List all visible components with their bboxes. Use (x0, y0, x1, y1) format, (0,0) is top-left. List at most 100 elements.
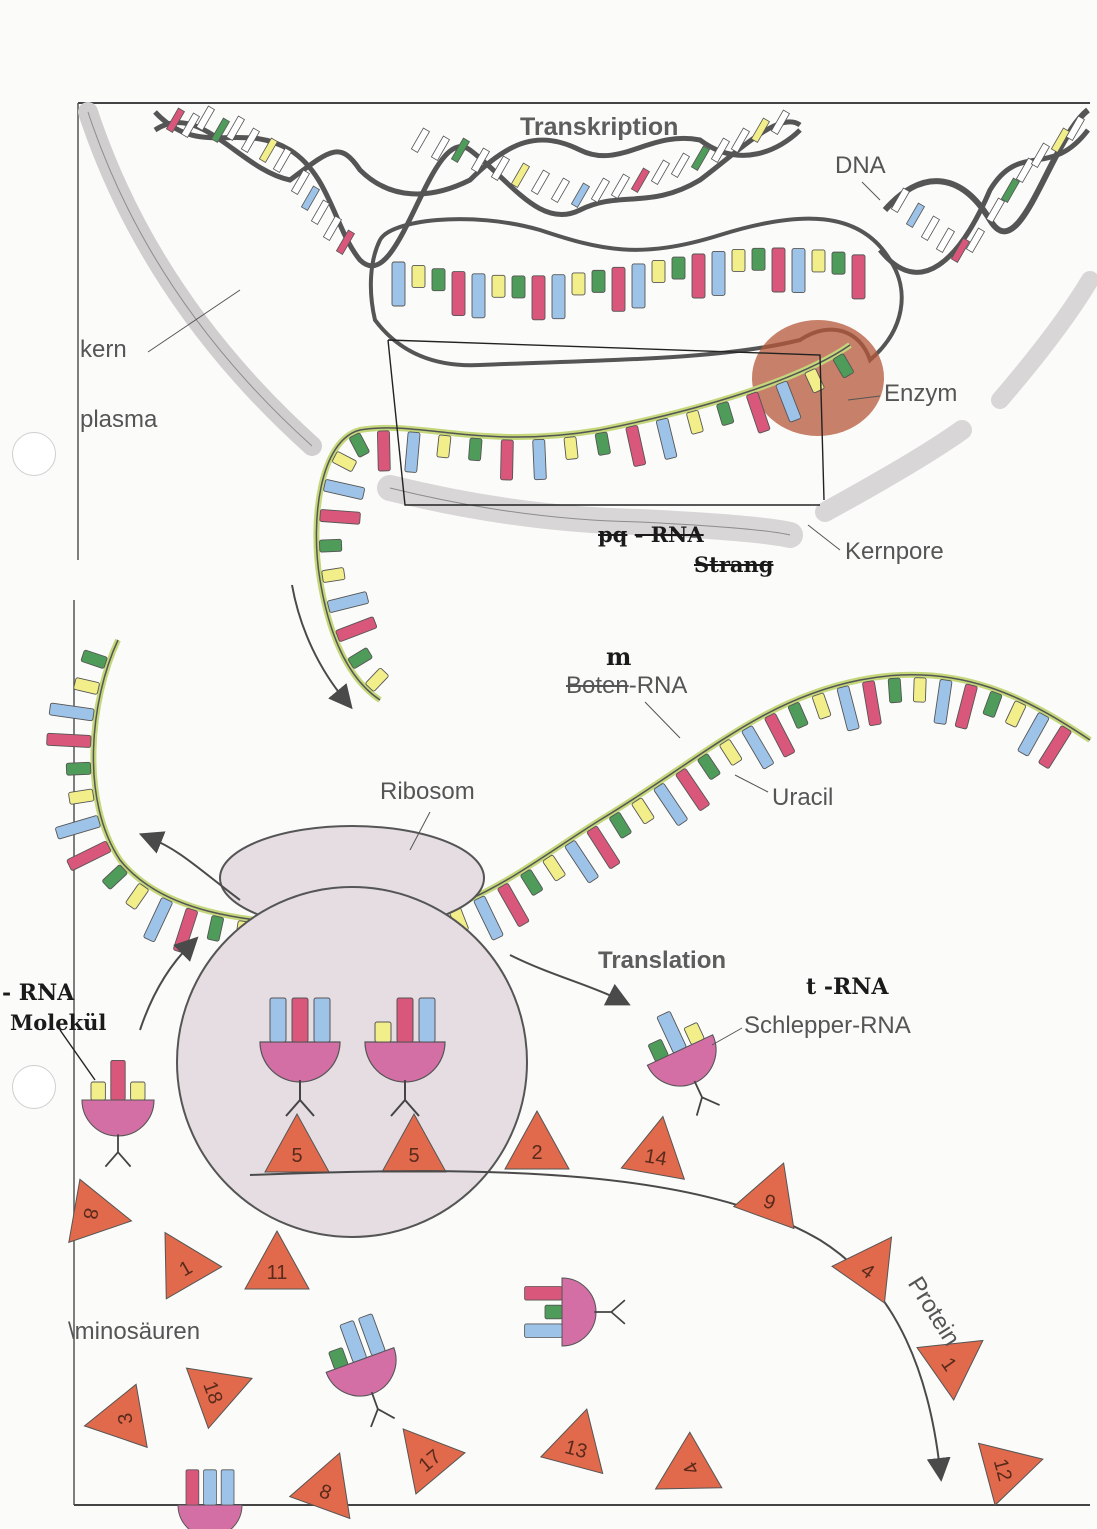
nascent-rna-base-block (686, 410, 704, 435)
mrna-base-block (1017, 712, 1050, 757)
free-amino-acid: 3 (83, 1383, 148, 1449)
nascent-rna-base-block (468, 437, 483, 462)
anticodon-base (185, 1469, 200, 1506)
amino-acid-attachment (594, 1299, 626, 1325)
template-base (851, 254, 866, 300)
mrna-base (954, 683, 978, 730)
dna-base-pair (310, 199, 331, 225)
dna-strand-b (153, 120, 802, 197)
nascent-rna-base (775, 380, 802, 423)
trna-body (561, 1277, 597, 1347)
template-base (451, 271, 466, 316)
protein-amino-acid-shape (831, 1236, 893, 1304)
enzym-label: Enzym (884, 380, 958, 407)
anticodon-base (418, 997, 436, 1043)
anticodon-base (648, 1039, 669, 1062)
protein-amino-acid-shape (504, 1109, 570, 1170)
nascent-rna-base (436, 434, 452, 459)
nascent-rna-base-block (775, 380, 802, 423)
dna-base-pair (510, 162, 531, 188)
ribosom-leader-line (409, 811, 431, 851)
handwritten-struck-prefix: pq (598, 522, 628, 547)
dna-double-helix (153, 105, 1090, 275)
mrna-base-block (520, 869, 543, 896)
mrna-strand-cytoplasm-edge (92, 639, 1091, 926)
free-amino-acid-number: 11 (267, 1262, 288, 1284)
nascent-rna-base (746, 391, 771, 434)
mrna-base-block (982, 691, 1003, 718)
mrna-base-block (143, 897, 173, 942)
nascent-rna-base-block (532, 438, 547, 481)
punch-hole-bottom (12, 1065, 56, 1109)
nascent-rna-base-block (332, 451, 357, 472)
nascent-rna-base (563, 436, 579, 460)
nascent-rna-base (335, 616, 378, 642)
mrna-base-block (206, 915, 224, 942)
anticodon-base (339, 1320, 367, 1363)
dna-base-pair (950, 237, 971, 263)
amino-acid-attachment (285, 1080, 315, 1117)
mrna-base-block (764, 713, 795, 758)
dna-strand-right-b (878, 128, 1090, 275)
nascent-rna-base (404, 431, 421, 473)
handwritten-box (387, 339, 825, 506)
free-amino-acid-number: 8 (78, 1206, 102, 1221)
mrna-base-block (564, 840, 599, 883)
free-amino-acid: 4 (654, 1431, 723, 1490)
nascent-rna-base-block (347, 647, 373, 669)
nascent-rna-base-block (323, 479, 365, 500)
mrna-bases-cytoplasm (46, 649, 1072, 972)
dna-base-pair (965, 227, 986, 253)
dna-base-pair (570, 182, 591, 208)
anticodon-base (358, 1313, 386, 1356)
mrna-base-block (473, 895, 504, 941)
uracil-leader-line (734, 774, 769, 793)
nascent-rna-base (832, 353, 854, 379)
dna-base-pair (630, 167, 651, 193)
protein-amino-acid-shape (977, 1442, 1044, 1507)
template-base (411, 265, 426, 288)
mrna-base (520, 869, 543, 896)
mrna-base-block (65, 761, 92, 776)
nascent-rna-base-block (318, 538, 343, 553)
boten-struck-text: Boten (566, 672, 629, 699)
trna-body (259, 1041, 341, 1083)
template-base (531, 275, 546, 321)
nascent-rna-base (323, 479, 365, 500)
dna-base-pair (195, 105, 216, 131)
protein-amino-acid-shape (916, 1339, 984, 1401)
anticodon-base (90, 1081, 106, 1101)
mrna-base (609, 812, 632, 839)
mrna-base (787, 702, 809, 729)
nascent-rna-base (318, 538, 343, 553)
anticodon-base (524, 1286, 563, 1301)
dna-base-pair (710, 137, 731, 163)
free-amino-acid-shape (68, 1178, 133, 1244)
nascent-rna-base (319, 509, 361, 525)
template-base (631, 263, 646, 309)
mrna-base (143, 897, 173, 942)
mrna-base-block (80, 649, 108, 669)
mrna-base-block (933, 679, 953, 725)
uracil-label: Uracil (772, 784, 834, 811)
nascent-rna-base-block (319, 509, 361, 525)
anticodon-base (396, 997, 414, 1043)
template-base (771, 247, 786, 293)
free-amino-acid: 8 (68, 1178, 133, 1244)
mrna-base (66, 840, 112, 871)
nascent-rna-base (594, 431, 611, 456)
anticodon-base (544, 1304, 563, 1320)
mrna-base (741, 725, 774, 770)
anticodon-base (656, 1011, 687, 1053)
amino-acid-attachment (370, 1391, 396, 1428)
nascent-rna-base-block (500, 439, 514, 481)
handwritten-t-rna: t -RNA (806, 974, 889, 1000)
mrna-bases-nucleus (318, 353, 854, 692)
mrna-base-block (542, 854, 566, 882)
nascent-rna-base (377, 430, 391, 472)
nascent-rna-base (532, 438, 547, 481)
free-amino-acid-number: 3 (114, 1411, 138, 1426)
punch-hole-top (12, 432, 56, 476)
trna-molecule (646, 1011, 720, 1116)
mrna-base-block (812, 692, 832, 720)
